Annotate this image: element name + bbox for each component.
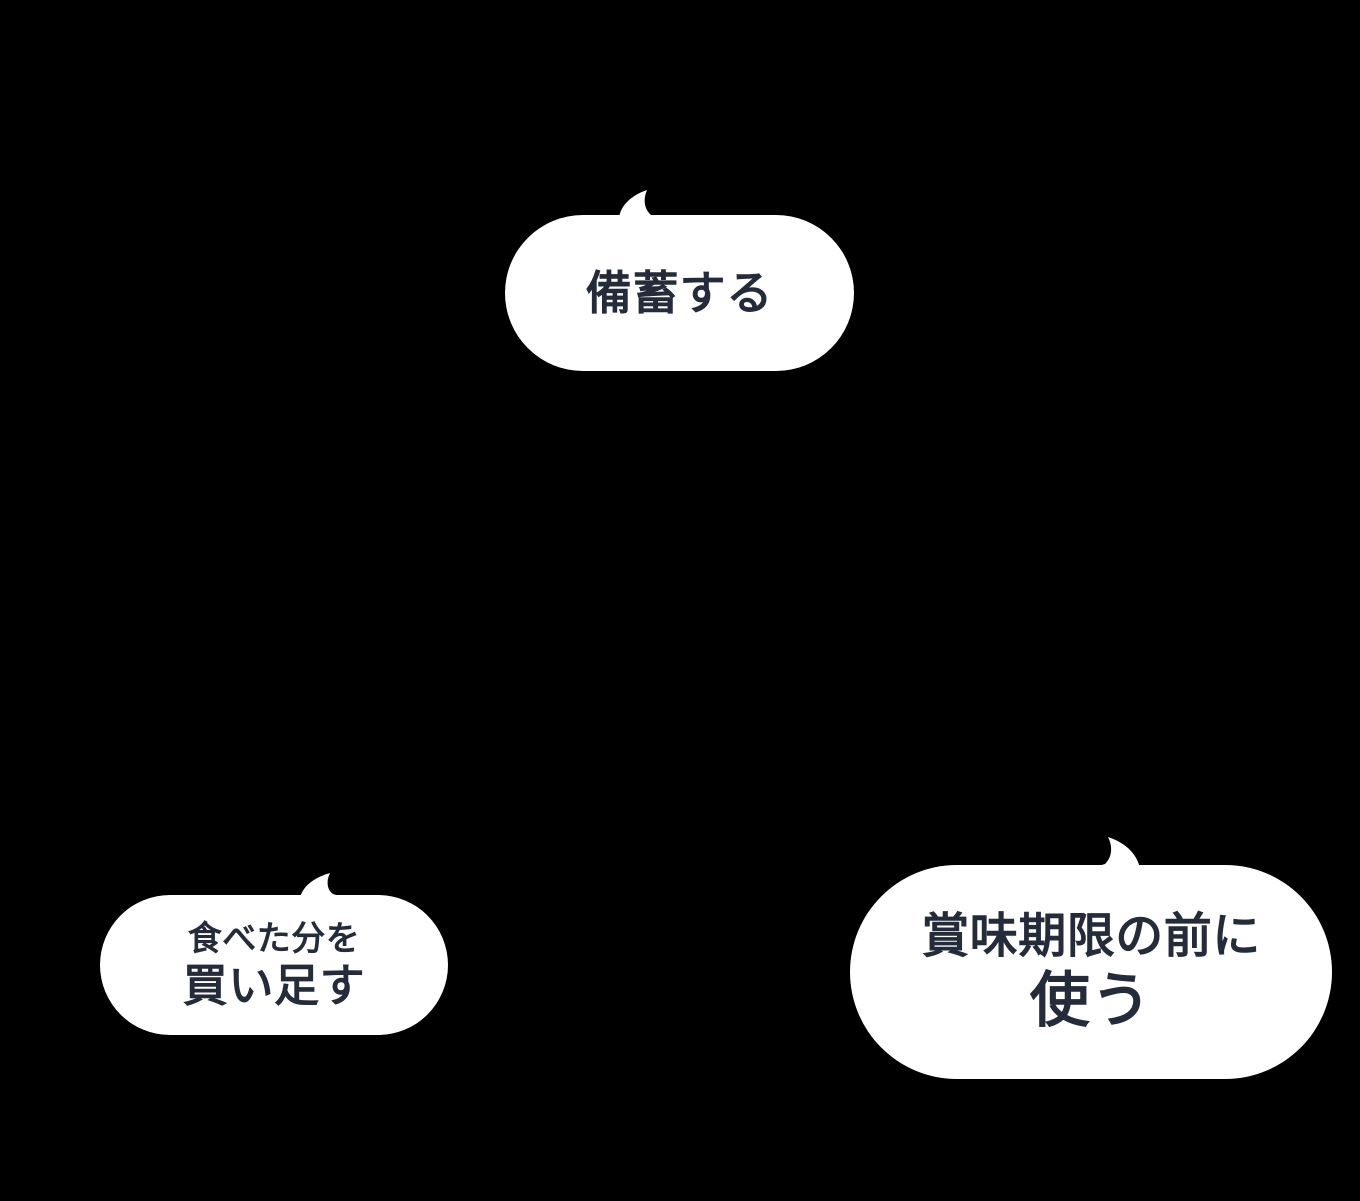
speech-tail-icon bbox=[300, 873, 370, 898]
bubble-stock-line-1: 備蓄する bbox=[585, 267, 774, 319]
bubble-restock-line-2: 買い足す bbox=[182, 960, 366, 1011]
bubble-stock[interactable]: 備蓄する bbox=[505, 190, 854, 371]
bubble-restock-line-1: 食べた分を bbox=[187, 920, 361, 958]
speech-tail-icon bbox=[619, 190, 701, 220]
bubble-use[interactable]: 賞味期限の前に 使う bbox=[850, 837, 1332, 1079]
bubble-use-line-2: 使う bbox=[1029, 967, 1153, 1034]
speech-tail-icon bbox=[1058, 837, 1140, 869]
bubble-restock[interactable]: 食べた分を 買い足す bbox=[100, 873, 448, 1035]
bubble-use-line-1: 賞味期限の前に bbox=[921, 910, 1261, 963]
